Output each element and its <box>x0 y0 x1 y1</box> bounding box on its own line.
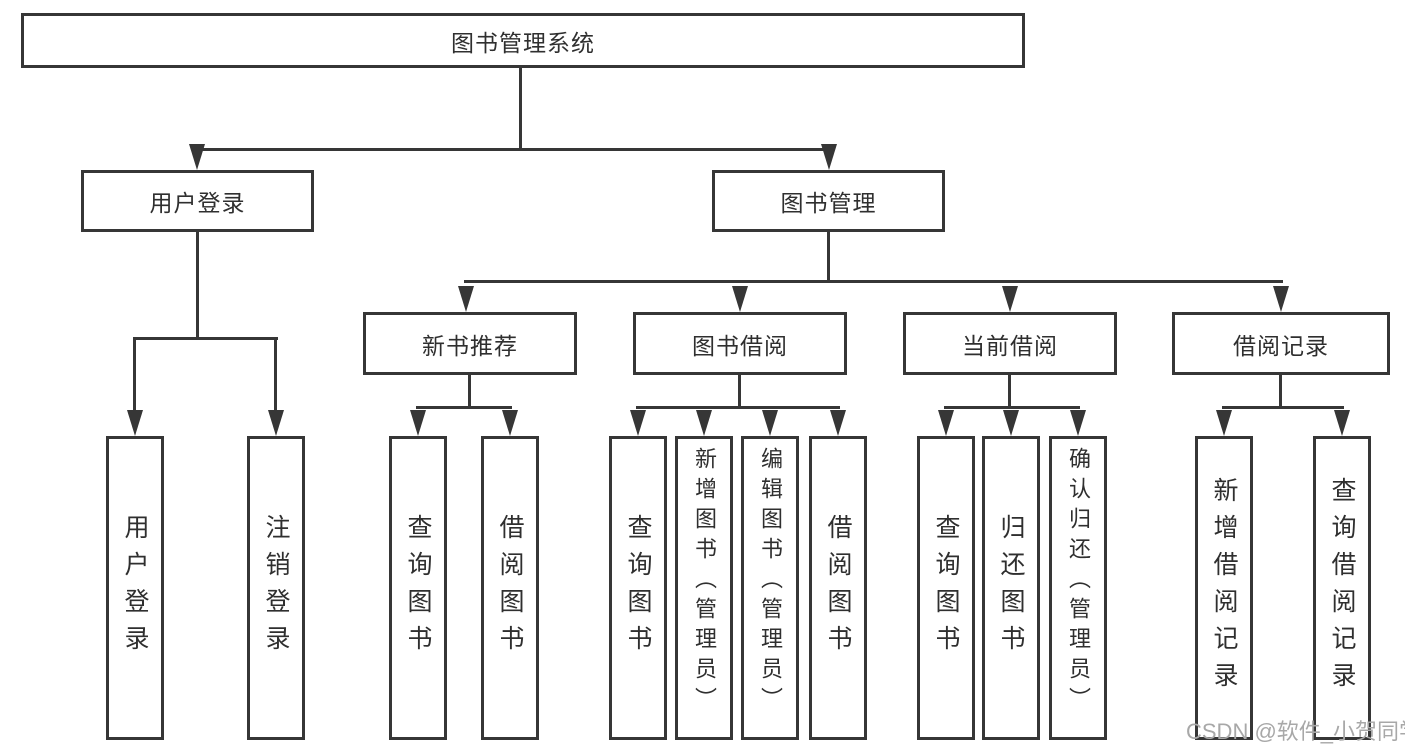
connector-drop-line <box>133 337 136 413</box>
leaf-label: 查询图书 <box>624 514 652 662</box>
arrow-down-icon <box>1002 286 1018 312</box>
node-root-library-system: 图书管理系统 <box>21 13 1025 68</box>
arrow-down-icon <box>1003 410 1019 436</box>
connector-book-borrow-horizontal <box>636 406 840 409</box>
node-label: 图书借阅 <box>692 332 788 359</box>
leaf-current-return-books: 归还图书 <box>982 436 1040 740</box>
arrow-down-icon <box>458 286 474 312</box>
arrow-down-icon <box>502 410 518 436</box>
csdn-watermark: CSDN @软件_小贺同学 <box>1186 719 1405 744</box>
connector-level1-horizontal <box>195 148 831 151</box>
leaf-label: 归还图书 <box>997 514 1025 662</box>
arrow-down-icon <box>830 410 846 436</box>
arrow-down-icon <box>1070 410 1086 436</box>
arrow-down-icon <box>268 410 284 436</box>
node-user-login: 用户登录 <box>81 170 314 232</box>
connector-book-borrow-stem <box>738 375 741 406</box>
leaf-borrow-add-books-admin: 新增图书（管理员） <box>675 436 733 740</box>
connector-current-borrow-stem <box>1008 375 1011 406</box>
node-book-management: 图书管理 <box>712 170 945 232</box>
leaf-newbook-query-books: 查询图书 <box>389 436 447 740</box>
leaf-records-query-record: 查询借阅记录 <box>1313 436 1371 740</box>
leaf-label: 注销登录 <box>262 514 290 662</box>
leaf-label: 确认归还（管理员） <box>1066 447 1091 717</box>
connector-records-horizontal <box>1222 406 1344 409</box>
leaf-label: 借阅图书 <box>496 514 524 662</box>
connector-drop-line <box>274 337 277 413</box>
node-label: 借阅记录 <box>1233 332 1329 359</box>
node-label: 当前借阅 <box>962 332 1058 359</box>
leaf-label: 新增借阅记录 <box>1210 477 1238 699</box>
node-label: 新书推荐 <box>422 332 518 359</box>
arrow-down-icon <box>1273 286 1289 312</box>
leaf-label: 查询图书 <box>932 514 960 662</box>
leaf-borrow-borrow-books: 借阅图书 <box>809 436 867 740</box>
node-current-borrow: 当前借阅 <box>903 312 1117 375</box>
leaf-label: 查询图书 <box>404 514 432 662</box>
node-borrow-records: 借阅记录 <box>1172 312 1390 375</box>
arrow-down-icon <box>821 144 837 170</box>
leaf-label: 编辑图书（管理员） <box>758 447 783 717</box>
node-book-borrow: 图书借阅 <box>633 312 847 375</box>
node-label: 图书管理系统 <box>451 29 595 56</box>
connector-level2-horizontal <box>464 280 1283 283</box>
arrow-down-icon <box>696 410 712 436</box>
leaf-label: 新增图书（管理员） <box>692 447 717 717</box>
arrow-down-icon <box>1216 410 1232 436</box>
leaf-user-login: 用户登录 <box>106 436 164 740</box>
arrow-down-icon <box>410 410 426 436</box>
connector-records-stem <box>1279 375 1282 406</box>
leaf-current-query-books: 查询图书 <box>917 436 975 740</box>
connector-book-mgmt-stem <box>827 232 830 280</box>
leaf-current-confirm-return-admin: 确认归还（管理员） <box>1049 436 1107 740</box>
arrow-down-icon <box>938 410 954 436</box>
leaf-newbook-borrow-books: 借阅图书 <box>481 436 539 740</box>
arrow-down-icon <box>127 410 143 436</box>
arrow-down-icon <box>189 144 205 170</box>
connector-new-book-stem <box>468 375 471 406</box>
connector-current-borrow-horizontal <box>944 406 1080 409</box>
node-label: 图书管理 <box>780 190 877 216</box>
leaf-label: 查询借阅记录 <box>1328 477 1356 699</box>
leaf-label: 用户登录 <box>121 514 149 662</box>
connector-user-login-horizontal <box>133 337 278 340</box>
connector-new-book-horizontal <box>416 406 512 409</box>
arrow-down-icon <box>1334 410 1350 436</box>
leaf-label: 借阅图书 <box>824 514 852 662</box>
connector-user-login-stem <box>196 232 199 337</box>
connector-root-stem <box>519 68 522 148</box>
leaf-logout: 注销登录 <box>247 436 305 740</box>
arrow-down-icon <box>630 410 646 436</box>
arrow-down-icon <box>732 286 748 312</box>
node-label: 用户登录 <box>149 190 246 216</box>
arrow-down-icon <box>762 410 778 436</box>
leaf-records-add-record: 新增借阅记录 <box>1195 436 1253 740</box>
leaf-borrow-query-books: 查询图书 <box>609 436 667 740</box>
node-new-book-recommend: 新书推荐 <box>363 312 577 375</box>
leaf-borrow-edit-books-admin: 编辑图书（管理员） <box>741 436 799 740</box>
